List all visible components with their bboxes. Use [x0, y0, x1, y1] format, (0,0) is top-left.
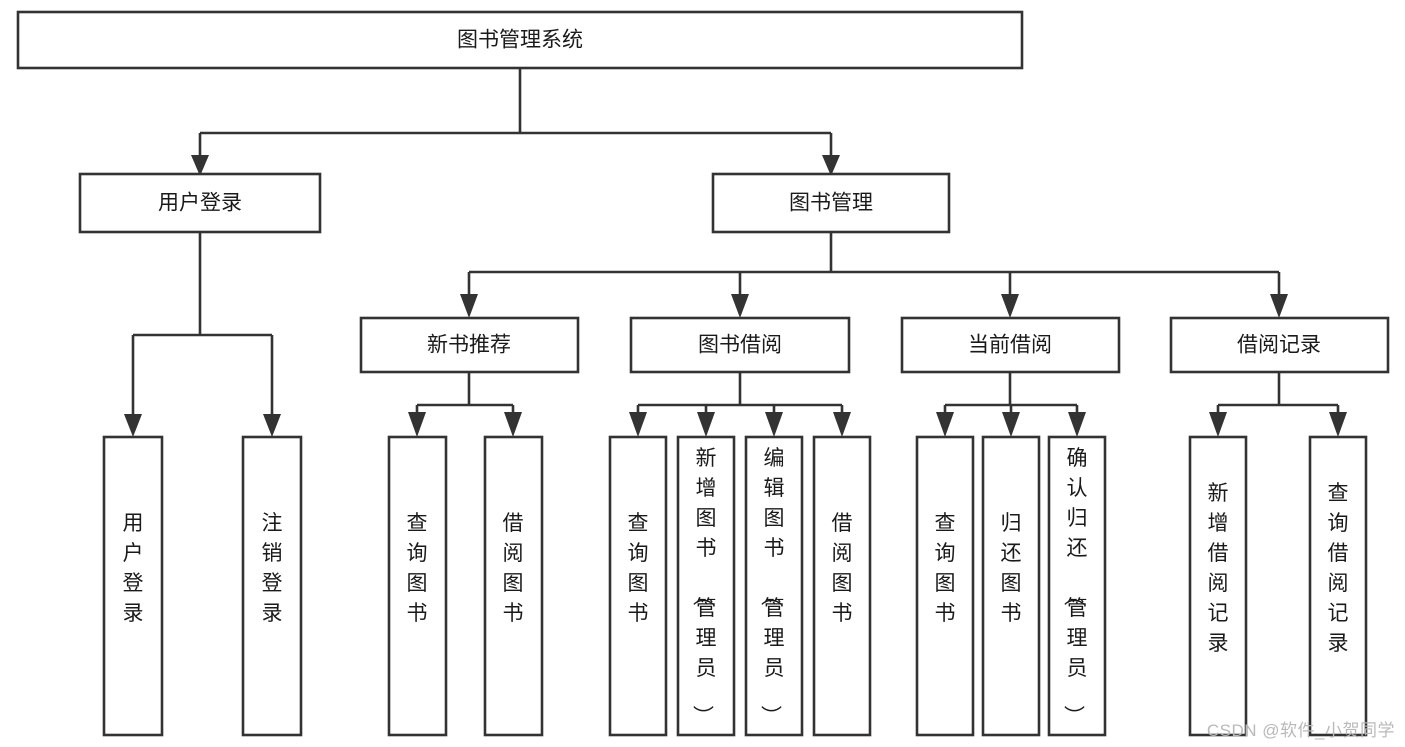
arrow-head-to-new-book-recommend — [460, 294, 478, 318]
arrow-head-bookborrow-leaf-2 — [697, 412, 715, 437]
leaf-confirm-return-admin-label: 确认归还（管理员） — [1062, 447, 1088, 726]
node-borrow-record[interactable]: 借阅记录 — [1169, 316, 1390, 374]
leaf-query-book-recommend-label: 查询图书 — [407, 512, 428, 625]
node-current-borrow-box[interactable] — [900, 316, 1121, 374]
leaf-edit-book-admin-label: 编辑图书（管理员） — [759, 447, 785, 726]
arrow-head-newbook-leaf-1 — [408, 412, 426, 437]
node-new-book-recommend[interactable]: 新书推荐 — [359, 316, 580, 374]
node-book-borrow-box[interactable] — [629, 316, 851, 374]
leaf-logout[interactable]: 注销登录 — [241, 435, 303, 737]
leaf-return-book[interactable]: 归还图书 — [981, 435, 1041, 737]
leaf-borrow-book-box[interactable] — [812, 435, 872, 737]
leaf-query-book-borrow-label: 查询图书 — [628, 512, 649, 625]
leaf-query-book-borrow[interactable]: 查询图书 — [608, 435, 668, 737]
arrow-head-currentborrow-leaf-1 — [936, 412, 954, 437]
node-book-manage-box[interactable] — [711, 172, 951, 234]
arrow-head-to-user-login — [191, 155, 209, 176]
node-book-borrow[interactable]: 图书借阅 — [629, 316, 851, 374]
leaf-add-book-admin-label: 新增图书（管理员） — [691, 447, 717, 726]
leaf-borrow-book-recommend-label: 借阅图书 — [503, 512, 524, 625]
leaf-query-book-recommend[interactable]: 查询图书 — [387, 435, 448, 737]
leaf-query-borrow-record-label: 查询借阅记录 — [1328, 482, 1349, 655]
leaf-add-borrow-record-label: 新增借阅记录 — [1208, 482, 1229, 655]
arrow-head-to-current-borrow — [1001, 294, 1019, 318]
leaf-edit-book-admin-box[interactable] — [744, 435, 804, 737]
node-current-borrow[interactable]: 当前借阅 — [900, 316, 1121, 374]
leaf-query-book-current-box[interactable] — [915, 435, 975, 737]
node-user-login-box[interactable] — [78, 172, 322, 234]
leaf-borrow-book[interactable]: 借阅图书 — [812, 435, 872, 737]
leaf-query-book-recommend-box[interactable] — [387, 435, 448, 737]
arrow-head-newbook-leaf-2 — [504, 412, 522, 437]
leaf-return-book-label: 归还图书 — [1001, 512, 1022, 625]
connector-group-bookborrow-to-leaves — [629, 372, 851, 437]
leaf-borrow-book-label: 借阅图书 — [832, 512, 853, 625]
node-new-book-recommend-label: 新书推荐 — [427, 334, 511, 357]
leaf-user-login-box[interactable] — [102, 435, 164, 737]
leaf-query-borrow-record[interactable]: 查询借阅记录 — [1308, 435, 1368, 737]
arrow-head-to-book-manage — [822, 155, 840, 176]
arrow-head-userlogin-leaf-2 — [263, 414, 281, 437]
leaf-add-book-admin-box[interactable] — [676, 435, 736, 737]
node-user-login-label: 用户登录 — [158, 192, 242, 215]
leaf-logout-label: 注销登录 — [262, 512, 283, 625]
leaf-borrow-book-recommend[interactable]: 借阅图书 — [483, 435, 544, 737]
leaf-add-borrow-record-box[interactable] — [1188, 435, 1248, 737]
leaf-query-book-borrow-box[interactable] — [608, 435, 668, 737]
arrow-head-to-book-borrow — [731, 294, 749, 318]
leaf-user-login-label: 用户登录 — [123, 512, 144, 625]
arrow-head-currentborrow-leaf-2 — [1002, 412, 1020, 437]
arrow-head-userlogin-leaf-1 — [124, 414, 142, 437]
arrow-head-bookborrow-leaf-3 — [765, 412, 783, 437]
leaf-confirm-return-admin-box[interactable] — [1047, 435, 1107, 737]
node-book-manage[interactable]: 图书管理 — [711, 172, 951, 234]
leaf-user-login[interactable]: 用户登录 — [102, 435, 164, 737]
node-root-label: 图书管理系统 — [457, 29, 583, 52]
arrow-head-borrowrecord-leaf-1 — [1209, 412, 1227, 437]
leaf-query-book-current[interactable]: 查询图书 — [915, 435, 975, 737]
connector-group-newbook-to-leaves — [408, 372, 522, 437]
node-borrow-record-label: 借阅记录 — [1237, 334, 1321, 357]
node-root[interactable]: 图书管理系统 — [16, 10, 1024, 70]
node-borrow-record-box[interactable] — [1169, 316, 1390, 374]
leaf-borrow-book-recommend-box[interactable] — [483, 435, 544, 737]
node-root-box[interactable] — [16, 10, 1024, 70]
leaf-query-borrow-record-box[interactable] — [1308, 435, 1368, 737]
arrow-head-bookborrow-leaf-1 — [629, 412, 647, 437]
leaf-add-borrow-record[interactable]: 新增借阅记录 — [1188, 435, 1248, 737]
leaf-edit-book-admin[interactable]: 编辑图书（管理员） — [744, 435, 804, 737]
arrow-head-bookborrow-leaf-4 — [833, 412, 851, 437]
connector-group-borrowrecord-to-leaves — [1209, 372, 1347, 437]
node-new-book-recommend-box[interactable] — [359, 316, 580, 374]
leaf-return-book-box[interactable] — [981, 435, 1041, 737]
node-current-borrow-label: 当前借阅 — [968, 334, 1052, 357]
node-book-manage-label: 图书管理 — [789, 192, 873, 215]
leaf-query-book-current-label: 查询图书 — [935, 512, 956, 625]
leaf-add-book-admin[interactable]: 新增图书（管理员） — [676, 435, 736, 737]
leaf-confirm-return-admin[interactable]: 确认归还（管理员） — [1047, 435, 1107, 737]
arrow-head-to-borrow-record — [1270, 294, 1288, 318]
leaf-logout-box[interactable] — [241, 435, 303, 737]
node-book-borrow-label: 图书借阅 — [698, 334, 782, 357]
node-user-login[interactable]: 用户登录 — [78, 172, 322, 234]
connector-group-root-to-level2 — [191, 68, 840, 176]
arrow-head-borrowrecord-leaf-2 — [1329, 412, 1347, 437]
connector-group-userlogin-to-leaves — [124, 232, 281, 437]
connector-group-bookmanage-to-level3 — [460, 232, 1288, 318]
connector-group-currentborrow-to-leaves — [936, 372, 1086, 437]
arrow-head-currentborrow-leaf-3 — [1068, 412, 1086, 437]
leaf-node-group: 用户登录 注销登录 查询图书 借阅图书 查询图书 新增图书（管理员） 编辑图书（… — [102, 435, 1368, 737]
